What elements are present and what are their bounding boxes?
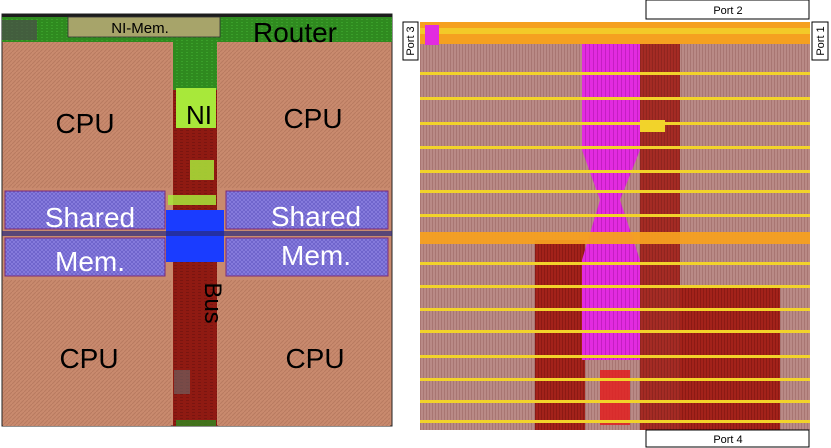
route-yellow-patch (640, 120, 665, 132)
ni-mem-block (67, 16, 221, 38)
router-label: Router (253, 17, 337, 48)
route-yellow-tracks (420, 72, 810, 423)
port-4-box (645, 429, 810, 448)
route-orange-mid (420, 232, 810, 244)
ni-fragment-2 (168, 195, 216, 205)
ni-fragment (190, 160, 214, 180)
cpu-label-bottom-right: CPU (285, 343, 344, 374)
shared-mem-label-left-1: Shared (45, 202, 135, 233)
shared-mem-left-top (4, 190, 166, 230)
ni-block (176, 88, 216, 128)
router-io-pads (2, 20, 37, 40)
shared-mem-left-bottom (4, 237, 166, 277)
cpu-block-bottom-left (3, 280, 171, 426)
shared-mem-right-bottom (225, 237, 389, 277)
cpu-block-top-right (218, 42, 390, 188)
port-3-box (402, 21, 419, 61)
ni-label: NI (186, 100, 212, 130)
route-red-column (640, 30, 680, 430)
port-1-box (811, 21, 829, 61)
port-2-box (645, 0, 810, 20)
cpu-block-top-left (3, 42, 171, 188)
port-4-label: Port 4 (713, 434, 742, 446)
right-routed-layout: Port 2 Port 1 Port 3 Port 4 (402, 0, 829, 448)
cpu-label-bottom-left: CPU (59, 343, 118, 374)
port-3-label: Port 3 (405, 26, 417, 55)
cpu-label-top-left: CPU (55, 108, 114, 139)
route-red-region-left (535, 240, 585, 430)
port-2-label: Port 2 (713, 5, 742, 17)
cpu-label-top-right: CPU (283, 103, 342, 134)
shared-mem-bus-line (2, 231, 392, 236)
route-magenta-corner (425, 25, 439, 45)
bus-label: Bus (199, 282, 226, 323)
bus-bottom-route (176, 420, 216, 426)
shared-mem-label-right-2: Mem. (281, 240, 351, 271)
route-magenta-trunk (582, 30, 640, 360)
ni-mem-label: NI-Mem. (111, 20, 169, 37)
shared-mem-right-top (225, 190, 389, 230)
router-channel-extension (173, 40, 217, 90)
cpu-block-bottom-right (218, 280, 390, 426)
router-top-edge (2, 14, 392, 17)
port-1-label: Port 1 (815, 26, 827, 55)
shared-mem-label-right-1: Shared (271, 201, 361, 232)
left-floorplan: Router NI-Mem. NI CPU CPU CPU CPU Shared… (1, 13, 393, 427)
shared-mem-label-left-2: Mem. (55, 246, 125, 277)
bus-filler-cells (174, 370, 190, 394)
route-yellow-top (420, 28, 810, 34)
